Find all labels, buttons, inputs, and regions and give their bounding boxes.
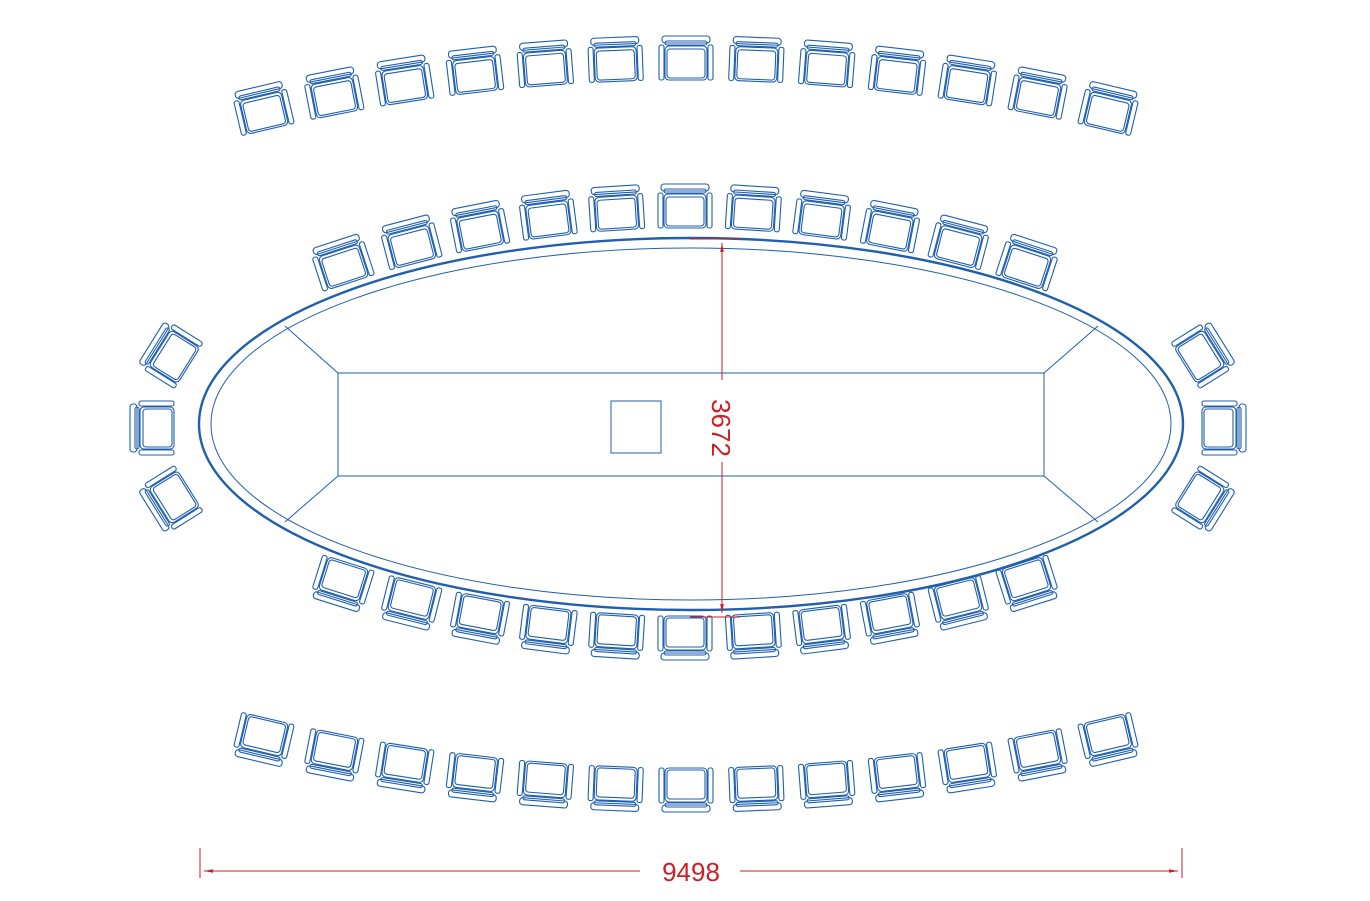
chair-icon bbox=[448, 591, 511, 646]
chair-icon bbox=[859, 198, 923, 254]
chair-icon bbox=[658, 35, 714, 81]
chair-icon bbox=[792, 603, 853, 656]
chair-icon bbox=[937, 741, 999, 795]
conference-table bbox=[197, 236, 1185, 612]
chair-icon bbox=[378, 574, 443, 632]
chair-icon bbox=[728, 35, 785, 84]
chair-icon bbox=[658, 767, 714, 813]
chair-icon bbox=[444, 44, 505, 97]
chair-icon bbox=[867, 44, 928, 97]
chair-icon bbox=[867, 751, 928, 804]
chair-icon bbox=[517, 189, 578, 241]
chair-icon bbox=[724, 611, 783, 661]
height-dimension bbox=[690, 238, 740, 618]
width-dimension-label: 9498 bbox=[662, 857, 720, 887]
chair-icon bbox=[378, 213, 443, 271]
height-dimension-label: 3672 bbox=[706, 399, 736, 457]
chair-icon bbox=[587, 611, 646, 661]
width-dimension bbox=[199, 848, 1183, 878]
chair-icon bbox=[728, 764, 785, 813]
chair-icon bbox=[587, 183, 646, 233]
table-center-panel bbox=[337, 372, 1045, 477]
chair-icon bbox=[1077, 79, 1141, 137]
chair-icon bbox=[515, 759, 575, 810]
chair-icon bbox=[859, 591, 922, 646]
chair-icon bbox=[797, 759, 857, 810]
chair-icon bbox=[724, 183, 783, 233]
chair-icon bbox=[136, 464, 204, 536]
chair-icon bbox=[373, 741, 435, 795]
chair-icon bbox=[136, 318, 204, 390]
chair-icon bbox=[308, 232, 376, 292]
chair-icon bbox=[1170, 464, 1238, 536]
chair-icon bbox=[517, 603, 578, 656]
chair-icon bbox=[792, 189, 853, 241]
chair-icon bbox=[231, 79, 295, 137]
chair-icon bbox=[937, 53, 999, 107]
outer-top-chair-row bbox=[231, 35, 1141, 137]
chair-icon bbox=[657, 183, 713, 229]
chair-icon bbox=[1007, 65, 1070, 121]
chair-icon bbox=[1007, 727, 1070, 783]
chair-icon bbox=[587, 35, 644, 84]
chair-icon bbox=[994, 232, 1062, 292]
chair-icon bbox=[995, 554, 1061, 614]
table-outer-edge bbox=[197, 236, 1185, 612]
chair-icon bbox=[927, 213, 992, 271]
chair-icon bbox=[447, 198, 511, 254]
inner-bottom-chair-row bbox=[309, 554, 1061, 661]
chair-icon bbox=[657, 615, 713, 661]
outer-bottom-chair-row bbox=[231, 711, 1141, 813]
chair-icon bbox=[1077, 711, 1141, 769]
left-end-chairs bbox=[129, 318, 204, 536]
center-box bbox=[610, 400, 662, 454]
chair-icon bbox=[231, 711, 295, 769]
chair-icon bbox=[302, 65, 365, 121]
chair-icon bbox=[1170, 318, 1238, 390]
chair-icon bbox=[129, 400, 175, 456]
chair-icon bbox=[515, 38, 575, 89]
chair-icon bbox=[302, 727, 365, 783]
chair-icon bbox=[797, 38, 857, 89]
chair-icon bbox=[373, 53, 435, 107]
chair-icon bbox=[444, 751, 505, 804]
table-inner-edge bbox=[210, 247, 1172, 601]
chair-icon bbox=[587, 764, 644, 813]
chair-icon bbox=[1201, 400, 1247, 456]
